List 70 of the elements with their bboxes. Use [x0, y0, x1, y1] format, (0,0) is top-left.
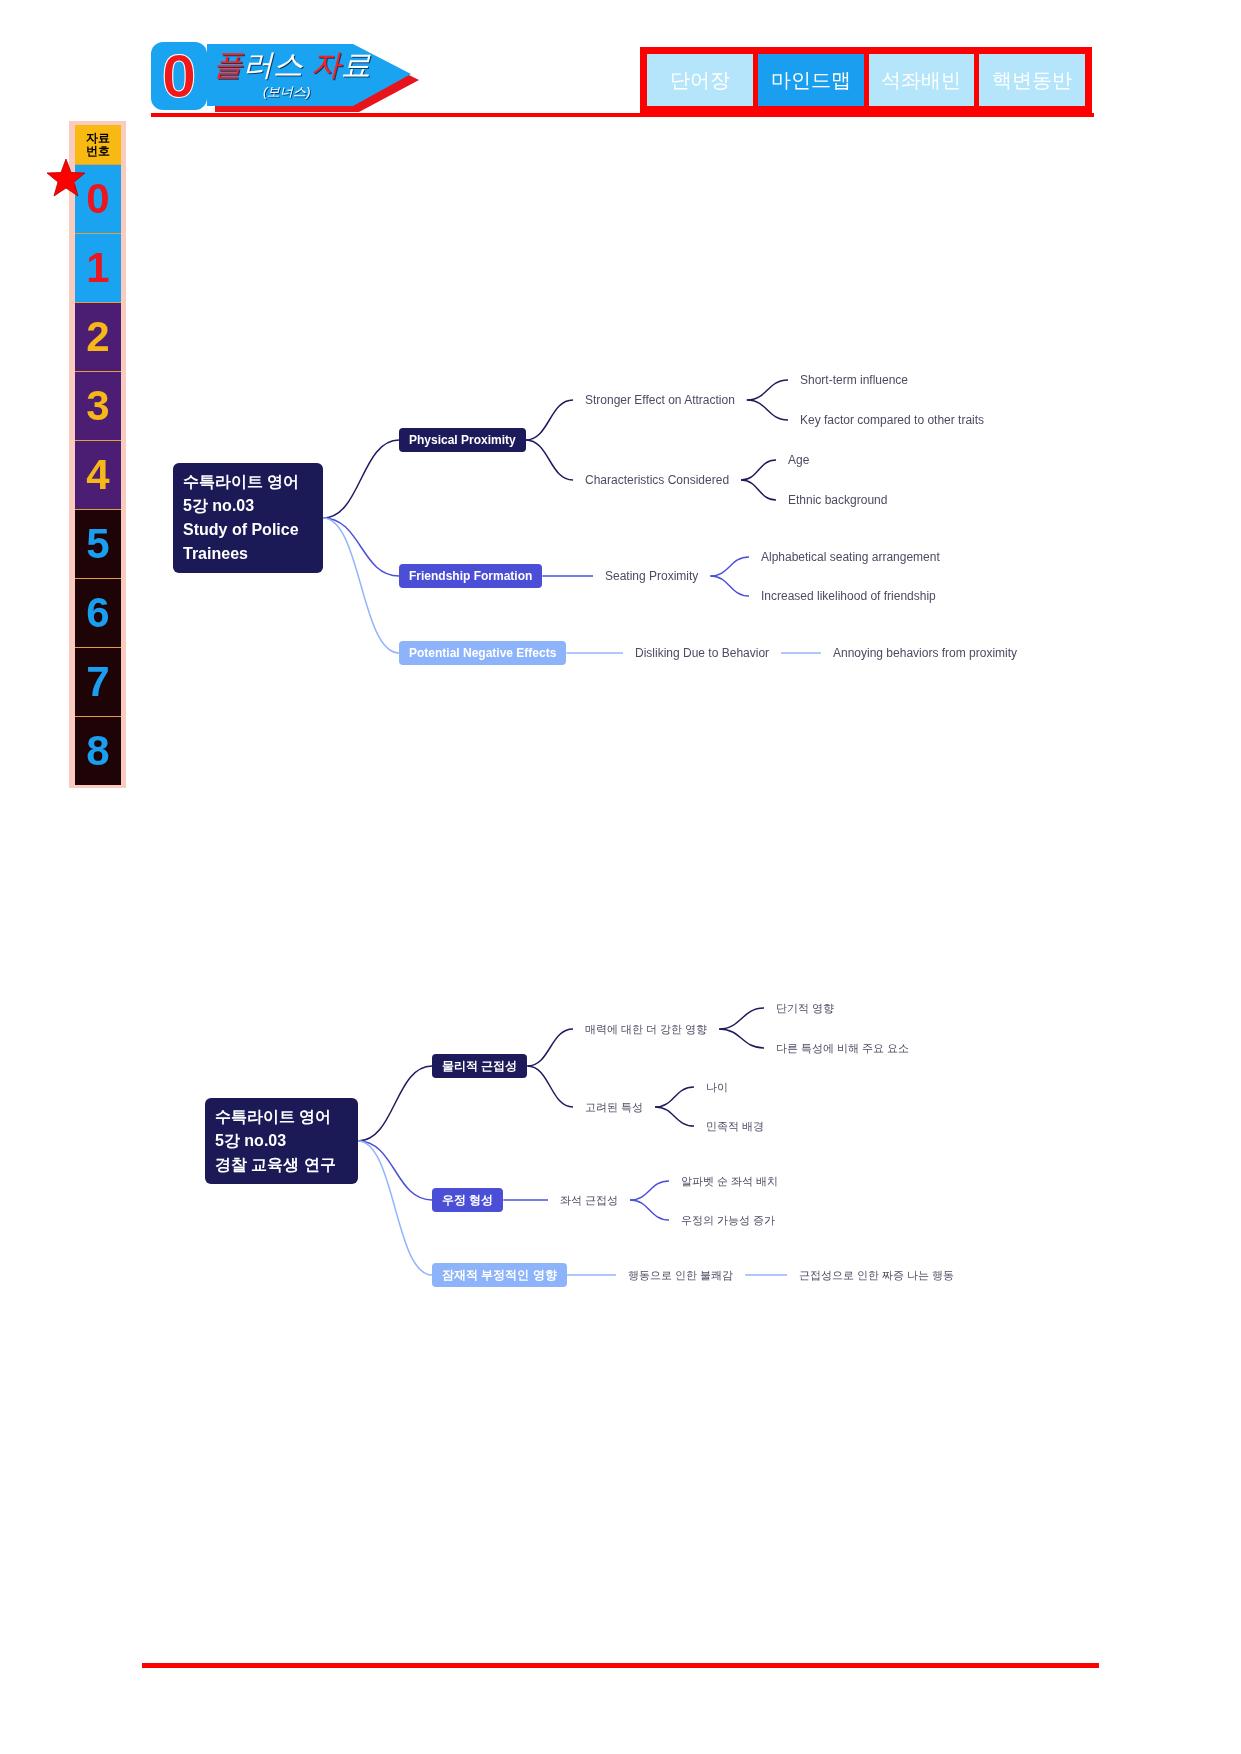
connector-line [502, 1199, 549, 1201]
topic-subtitle: 경찰 교육생 연구 [215, 1155, 337, 1175]
leaf-topic-text: Alphabetical seating arrangement [749, 547, 952, 567]
branch-topic-pill: 우정 형성 [432, 1188, 504, 1212]
connector-line [709, 575, 750, 597]
subtopic-text: Disliking Due to Behavior [623, 643, 782, 663]
number-badge: 0 [151, 42, 207, 110]
subtopic-text: Stronger Effect on Attraction [573, 390, 747, 410]
subtopic-text: 좌석 근접성 [548, 1190, 631, 1210]
connector-line [718, 1028, 765, 1049]
connector-line [780, 652, 822, 654]
connector-line [565, 652, 624, 654]
tab: 핵변동반 [979, 54, 1085, 106]
connector-line [746, 399, 789, 421]
branch-topic-pill: 잠재적 부정적인 영향 [432, 1263, 567, 1287]
branch-topic-pill: Physical Proximity [399, 428, 526, 452]
leaf-topic-text: Annoying behaviors from proximity [821, 643, 1030, 663]
tab: 단어장 [647, 54, 753, 106]
branch-topic-pill: Friendship Formation [399, 564, 543, 588]
sidebar-header: 자료 번호 [75, 125, 121, 164]
connector-line [357, 1140, 433, 1276]
leaf-topic-text: 민족적 배경 [694, 1116, 777, 1136]
branch-topic-pill: 물리적 근접성 [432, 1054, 528, 1078]
number-tile: 1 [75, 233, 121, 302]
connector-line [629, 1199, 670, 1221]
connector-line [565, 1274, 617, 1276]
leaf-topic-text: Increased likelihood of friendship [749, 586, 948, 606]
branch-topic-pill: Potential Negative Effects [399, 641, 567, 665]
topic-title: 수특라이트 영어 5강 no.03 [183, 472, 301, 516]
connector-line [541, 575, 594, 577]
leaf-topic-text: 근접성으로 인한 짜증 나는 행동 [787, 1265, 967, 1285]
leaf-topic-text: 알파벳 순 좌석 배치 [669, 1171, 791, 1191]
number-tile: 2 [75, 302, 121, 371]
number-tile: 3 [75, 371, 121, 440]
subtopic-text: 매력에 대한 더 강한 영향 [573, 1019, 720, 1039]
connector-line [357, 1140, 433, 1201]
connector-line [526, 1065, 574, 1108]
leaf-topic-text: Short-term influence [788, 370, 921, 390]
banner-subtitle: (보너스) [263, 84, 311, 100]
leaf-topic-text: Age [776, 450, 822, 470]
topic-title: 수특라이트 영어 5강 no.03 [215, 1107, 333, 1151]
connector-line [322, 517, 400, 654]
tab: 석좌배빈 [868, 54, 975, 106]
leaf-topic-text: 단기적 영향 [764, 998, 847, 1018]
connector-line [654, 1106, 695, 1127]
connector-line [740, 479, 777, 501]
topic-subtitle: Study of Police Trainees [183, 520, 300, 564]
root-topic-box [205, 1098, 358, 1184]
number-tile: 5 [75, 509, 121, 578]
connector-line [524, 439, 574, 481]
number-tile: 7 [75, 647, 121, 716]
arrow-banner [207, 44, 419, 112]
active-tab: 마인드맵 [757, 54, 864, 106]
number-tile: 4 [75, 440, 121, 509]
number-tile: 0 [75, 164, 121, 233]
leaf-topic-text: Key factor compared to other traits [788, 410, 997, 430]
subtopic-text: 고려된 특성 [573, 1097, 656, 1117]
leaf-topic-text: 나이 [694, 1077, 740, 1097]
subtopic-text: Seating Proximity [593, 566, 711, 586]
banner-title: 플러스 자료 [213, 47, 372, 83]
subtopic-text: Characteristics Considered [573, 470, 742, 490]
root-topic-box [173, 463, 323, 573]
number-tile: 6 [75, 578, 121, 647]
leaf-topic-text: Ethnic background [776, 490, 900, 510]
connector-line [322, 517, 400, 577]
connector-line [744, 1274, 788, 1276]
leaf-topic-text: 우정의 가능성 증가 [669, 1210, 788, 1230]
subtopic-text: 행동으로 인한 불쾌감 [616, 1265, 746, 1285]
leaf-topic-text: 다른 특성에 비해 주요 요소 [764, 1038, 922, 1058]
number-tile: 8 [75, 716, 121, 785]
